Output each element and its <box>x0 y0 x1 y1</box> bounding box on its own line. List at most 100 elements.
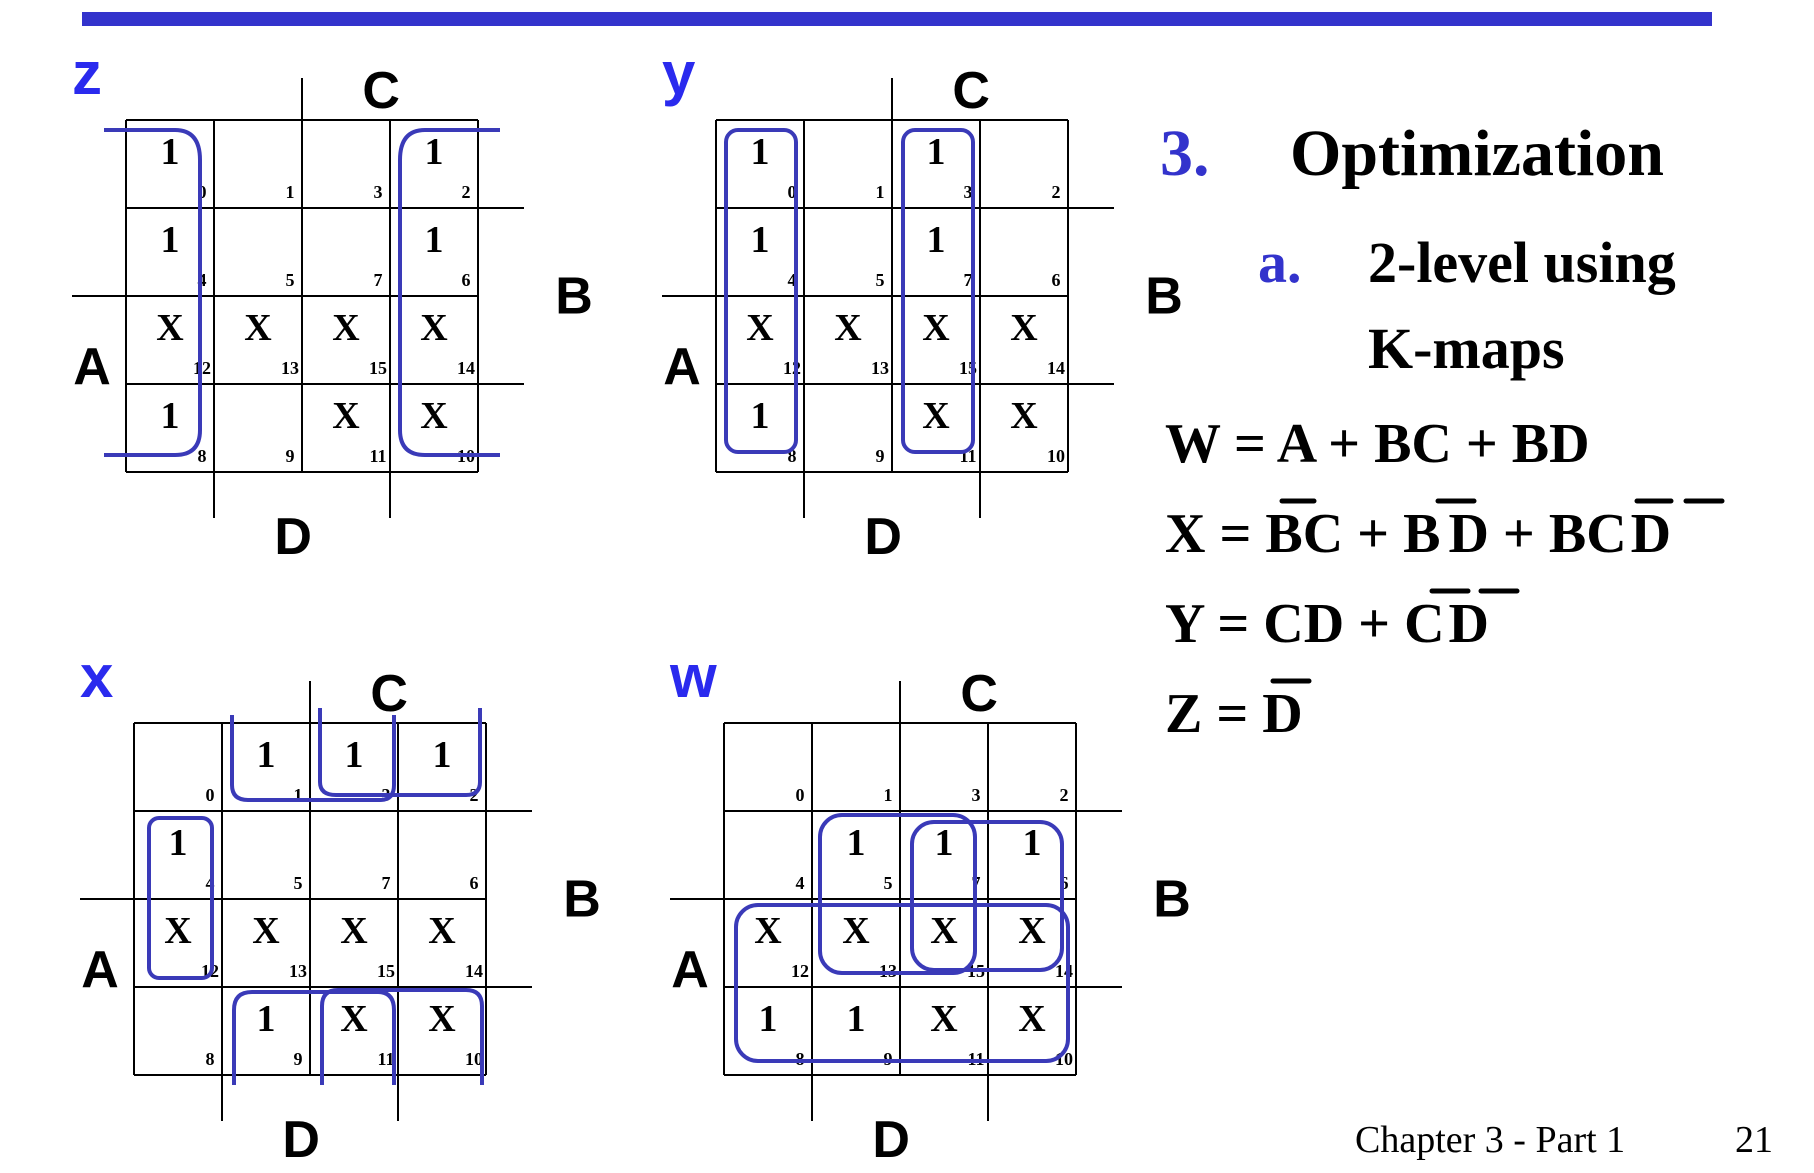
kmap-x-label-b: B <box>563 871 601 929</box>
kmap-z-cell-value: 1 <box>161 395 180 437</box>
kmap-x-cell-value: X <box>340 910 367 952</box>
kmap-y-minterm-index: 10 <box>1047 446 1065 466</box>
kmap-y-label-c: C <box>952 62 990 120</box>
kmap-z-minterm-index: 8 <box>198 446 207 466</box>
footer-chapter: Chapter 3 - Part 1 <box>1355 1119 1625 1161</box>
kmap-x-minterm-index: 8 <box>206 1049 215 1069</box>
kmap-z-cell-value: 1 <box>161 131 180 173</box>
kmap-y-minterm-index: 5 <box>876 270 885 290</box>
kmap-y-cell-value: X <box>746 307 773 349</box>
kmap-w-cell-value: 1 <box>1023 822 1042 864</box>
equation-z: Z = D <box>1165 678 1312 745</box>
kmap-w-name: w <box>669 643 717 710</box>
kmap-z-cell-value: 1 <box>425 219 444 261</box>
eq-x-plus1: + <box>1343 503 1403 565</box>
kmap-y-minterm-index: 6 <box>1052 270 1061 290</box>
footer-page-number: 21 <box>1735 1119 1773 1161</box>
kmap-z-minterm-index: 6 <box>462 270 471 290</box>
kmap-w-minterm-index: 2 <box>1060 785 1069 805</box>
kmap-z-name: z <box>72 40 102 107</box>
kmap-y-name: y <box>662 40 696 107</box>
loop-y-column-a <box>724 128 798 454</box>
kmap-y-cell-value: 1 <box>751 395 770 437</box>
eq-y-lhs: Y = CD + <box>1165 593 1404 655</box>
kmap-x-minterm-index: 13 <box>289 961 307 981</box>
kmap-z-minterm-index: 13 <box>281 358 299 378</box>
kmap-y-minterm-index: 14 <box>1047 358 1065 378</box>
kmap-x-cell-value: X <box>164 910 191 952</box>
kmap-w-minterm-index: 12 <box>791 961 809 981</box>
kmap-y-cell-value: X <box>1010 395 1037 437</box>
kmap-w-cell-value: X <box>754 910 781 952</box>
kmap-w-cell-value: 1 <box>847 822 866 864</box>
kmap-w-cell-value: 1 <box>759 998 778 1040</box>
eq-x-t1a: B <box>1265 503 1302 565</box>
kmap-x-label-c: C <box>370 665 408 723</box>
kmap-z-cell-value: X <box>332 307 359 349</box>
kmap-w-label-c: C <box>960 665 998 723</box>
kmap-x-cell-value: X <box>428 998 455 1040</box>
kmap-y-minterm-index: 1 <box>876 182 885 202</box>
loop-x-bottom-1 <box>232 990 396 1085</box>
kmap-z-label-a: A <box>73 338 111 396</box>
kmap-w-minterm-index: 1 <box>884 785 893 805</box>
eq-x-t3c: D <box>1631 503 1671 565</box>
kmap-w-label-b: B <box>1153 871 1191 929</box>
kmap-x-minterm-index: 10 <box>465 1049 483 1069</box>
kmap-z-minterm-index: 5 <box>286 270 295 290</box>
kmap-y-minterm-index: 8 <box>788 446 797 466</box>
equation-y: Y = CD + CD <box>1165 588 1520 655</box>
kmap-w-cell-value: 1 <box>935 822 954 864</box>
kmap-w-minterm-index: 3 <box>972 785 981 805</box>
kmap-x-minterm-index: 0 <box>206 785 215 805</box>
subheading-letter: a. <box>1258 230 1302 295</box>
kmap-w-label-a: A <box>671 941 709 999</box>
kmap-y-label-d: D <box>864 508 902 566</box>
kmap-z-minterm-index: 14 <box>457 358 475 378</box>
svg-text:Z = D: Z = D <box>1165 683 1303 745</box>
eq-x-t1b: C <box>1303 503 1343 565</box>
loop-z-left-column <box>104 128 202 457</box>
loop-x-top-1 <box>230 715 396 802</box>
kmap-z-label-c: C <box>362 62 400 120</box>
heading-number: 3. <box>1160 117 1210 190</box>
kmap-z-minterm-index: 2 <box>462 182 471 202</box>
kmap-y-minterm-index: 2 <box>1052 182 1061 202</box>
kmap-x-minterm-index: 7 <box>382 873 391 893</box>
kmap-y-minterm-index: 9 <box>876 446 885 466</box>
eq-x-t2b: D <box>1448 503 1488 565</box>
kmap-z-minterm-index: 3 <box>374 182 383 202</box>
kmap-x-minterm-index: 14 <box>465 961 483 981</box>
kmap-x-cell-value: 1 <box>433 734 452 776</box>
kmap-x-cell-value: X <box>340 998 367 1040</box>
kmap-w-cell-value: X <box>1018 998 1045 1040</box>
kmap-x-minterm-index: 5 <box>294 873 303 893</box>
kmap-w-minterm-index: 0 <box>796 785 805 805</box>
kmap-z-minterm-index: 7 <box>374 270 383 290</box>
eq-x-lhs: X = <box>1165 503 1265 565</box>
kmap-y-minterm-index: 12 <box>783 358 801 378</box>
eq-x-t3b: C <box>1586 503 1626 565</box>
kmap-x-name: x <box>80 643 113 710</box>
kmap-y-minterm-index: 7 <box>964 270 973 290</box>
kmap-y-minterm-index: 3 <box>964 182 973 202</box>
kmap-y-cell-value: 1 <box>927 219 946 261</box>
svg-text:X = BC + BD + BCD: X = BC + BD + BCD <box>1165 503 1671 565</box>
kmap-w-minterm-index: 4 <box>796 873 805 893</box>
kmap-z-cell-value: X <box>420 307 447 349</box>
kmap-y-minterm-index: 13 <box>871 358 889 378</box>
kmap-z-label-b: B <box>555 268 593 326</box>
eq-y-t2a: C <box>1404 593 1444 655</box>
kmap-z-minterm-index: 15 <box>369 358 387 378</box>
kmap-y-minterm-index: 4 <box>788 270 797 290</box>
loop-z-right-column <box>398 128 500 457</box>
loop-x-left <box>147 816 214 980</box>
kmap-x-cell-value: 1 <box>257 998 276 1040</box>
kmap-z-minterm-index: 9 <box>286 446 295 466</box>
loop-y-column-b <box>901 128 975 454</box>
kmap-y-cell-value: 1 <box>751 131 770 173</box>
subheading-line-1: 2-level using <box>1368 230 1676 295</box>
